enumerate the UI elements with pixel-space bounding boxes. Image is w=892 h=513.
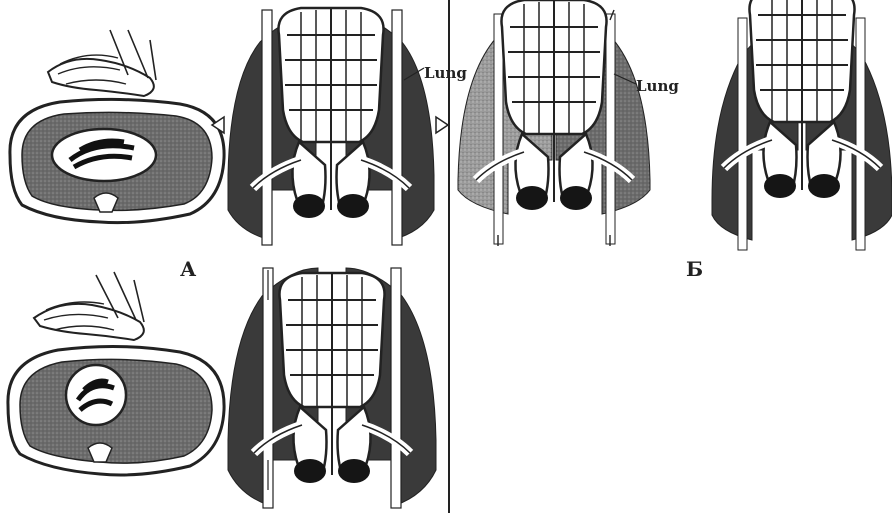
- lung-callout-b: Lung: [636, 77, 679, 95]
- panel-label-a: А: [180, 257, 197, 281]
- frontal-view-a-compression: [212, 8, 448, 245]
- hands-compression-top: [48, 30, 156, 96]
- chest-cross-section-top: [10, 99, 224, 222]
- panel-label-b: Б: [686, 257, 703, 281]
- frontal-view-a-release: [228, 268, 436, 508]
- hands-release-bottom: [34, 272, 144, 340]
- frontal-view-b-compression: [458, 0, 650, 246]
- frontal-view-b-release: [712, 0, 892, 250]
- lung-callout-a: Lung: [424, 64, 467, 82]
- chest-cross-section-bottom: [8, 346, 224, 475]
